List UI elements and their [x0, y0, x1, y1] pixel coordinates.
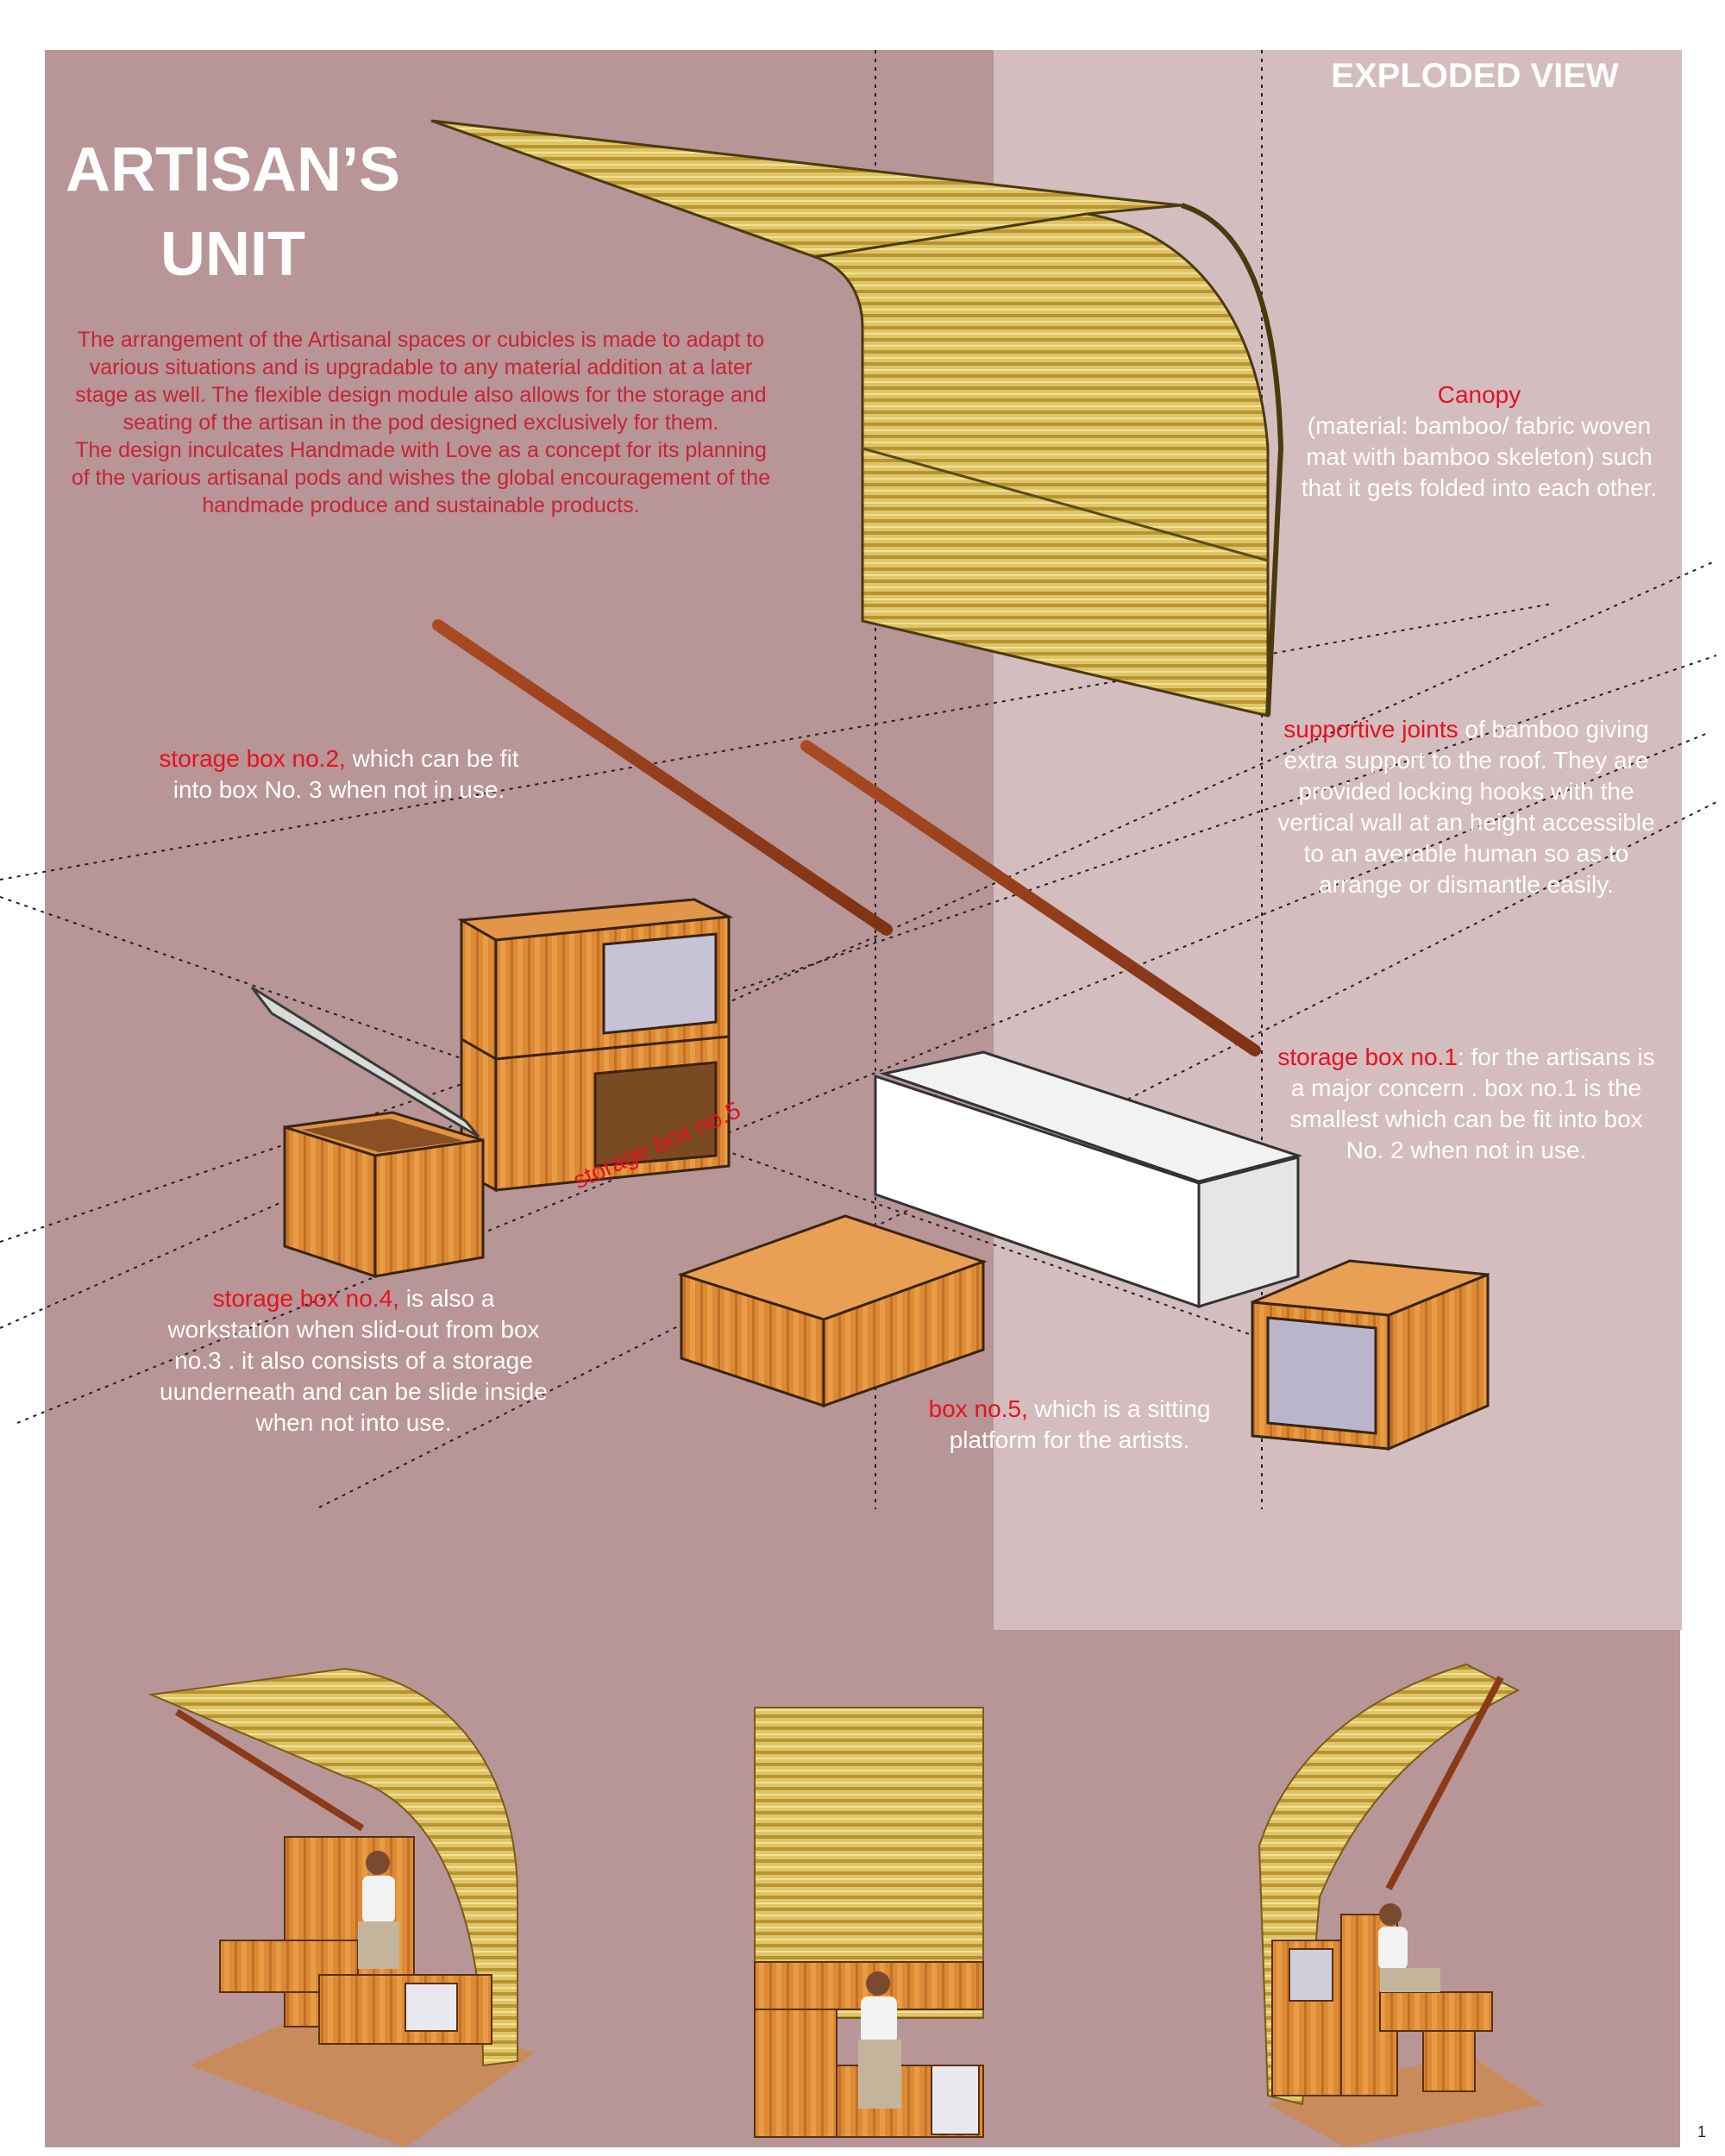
page-title-line-2: UNIT [160, 220, 305, 289]
canopy-drawing [430, 119, 1284, 718]
render-right [1258, 1663, 1544, 2147]
storage-box-1-note-label: storage box no.1 [1277, 1044, 1458, 1070]
intro-paragraph-2: The design inculcates Handmade with Love… [71, 438, 771, 517]
page-number: 1 [1697, 2123, 1707, 2140]
render-left [147, 1667, 535, 2147]
storage-box-4-drawing [250, 986, 485, 1279]
box-5-drawing [677, 1214, 988, 1408]
supportive-joints-note-text: of bamboo giving extra support to the ro… [1277, 716, 1655, 898]
intro-text: The arrangement of the Artisanal spaces … [67, 326, 775, 519]
canopy-note-label: Canopy [1437, 381, 1521, 408]
intro-paragraph-1: The arrangement of the Artisanal spaces … [75, 328, 767, 435]
storage-box-1-note: storage box no.1: for the artisans is a … [1276, 1042, 1656, 1166]
box-5-note-label: box no.5, [928, 1395, 1028, 1422]
page-title-line-1: ARTISAN’S [65, 135, 401, 204]
box-5-note: box no.5, which is a sitting platform fo… [888, 1394, 1251, 1456]
box-5-note-text: which is a sitting platform for the arti… [949, 1395, 1211, 1453]
storage-box-4-note-text: is also a workstation when slid-out from… [160, 1285, 548, 1436]
storage-box-2-drawing [457, 898, 734, 1062]
supportive-joints-note-label: supportive joints [1283, 716, 1458, 743]
exploded-view-heading: EXPLODED VIEW [1331, 57, 1619, 95]
supportive-joints-drawing [432, 619, 1261, 1056]
supportive-joints-note: supportive joints of bamboo giving extra… [1276, 714, 1656, 900]
storage-box-4-note-label: storage box no.4, [212, 1285, 399, 1312]
storage-box-4-note: storage box no.4, is also a workstation … [155, 1283, 552, 1438]
render-centre [754, 1707, 984, 2138]
canopy-note: Canopy (material: bamboo/ fabric woven m… [1294, 379, 1665, 504]
panel-drawing [874, 1050, 1303, 1309]
storage-box-2-note-text: which can be fit into box No. 3 when not… [172, 745, 519, 803]
page-title: ARTISAN’S UNIT [52, 128, 414, 297]
storage-box-2-note: storage box no.2, which can be fit into … [145, 743, 533, 805]
canopy-note-text: (material: bamboo/ fabric woven mat with… [1301, 412, 1658, 501]
storage-box-1-note-text: : for the artisans is a major concern . … [1289, 1044, 1655, 1163]
storage-box-2-note-label: storage box no.2, [159, 745, 346, 772]
storage-box-1-drawing [1251, 1259, 1490, 1451]
